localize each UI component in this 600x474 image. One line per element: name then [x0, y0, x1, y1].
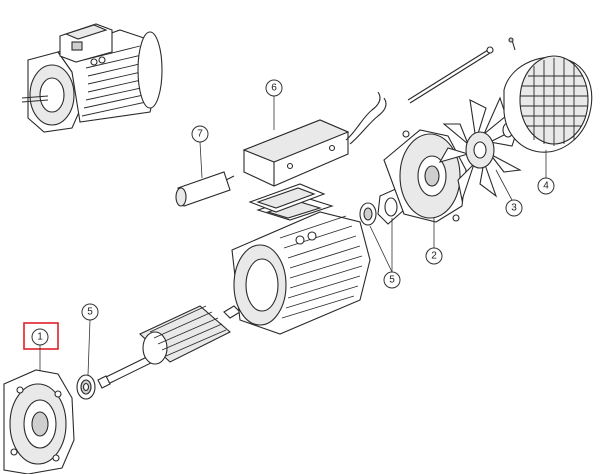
svg-text:4: 4 [543, 181, 549, 192]
callout-2[interactable]: 2 [425, 247, 443, 265]
motor-housing [231, 195, 371, 335]
part-7-capacitor [175, 171, 235, 207]
callout-1[interactable]: 1 [31, 328, 49, 346]
screw [508, 37, 516, 51]
svg-text:7: 7 [197, 129, 203, 140]
svg-text:2: 2 [431, 251, 437, 262]
svg-text:3: 3 [511, 203, 517, 214]
tie-rod [407, 46, 494, 104]
callout-1-highlight [23, 322, 59, 350]
assembled-motor-thumbnail [21, 23, 163, 133]
callout-6[interactable]: 6 [265, 79, 283, 97]
svg-text:6: 6 [271, 83, 277, 94]
callout-7[interactable]: 7 [191, 125, 209, 143]
svg-text:5: 5 [389, 275, 395, 286]
svg-text:5: 5 [87, 307, 93, 318]
part-3-cooling-fan [438, 96, 522, 203]
part-4-fan-cover [503, 55, 593, 153]
callout-3[interactable]: 3 [505, 199, 523, 217]
callout-4[interactable]: 4 [537, 177, 555, 195]
part-6-terminal-cover [242, 91, 387, 187]
callout-5-front-bearing[interactable]: 5 [81, 303, 99, 321]
part-5-front-bearing [76, 374, 96, 400]
part-1-front-flange [3, 369, 75, 474]
svg-text:1: 1 [37, 332, 43, 343]
callout-5-rear-bearing[interactable]: 5 [383, 271, 401, 289]
terminal-gasket [248, 183, 326, 213]
rotor-shaft [97, 305, 241, 389]
